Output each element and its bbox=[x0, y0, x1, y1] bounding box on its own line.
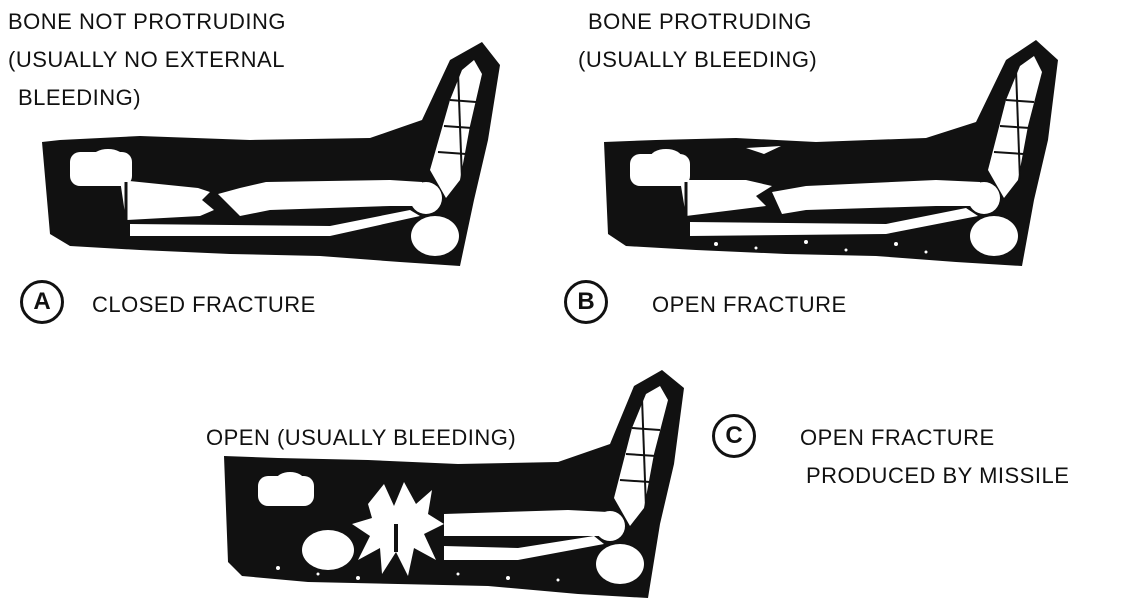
panel-a-title: CLOSED FRACTURE bbox=[92, 289, 316, 320]
leg-illustration-c-missile-fracture bbox=[218, 364, 698, 604]
panel-b-letter-badge: B bbox=[564, 280, 608, 324]
panel-c-letter-badge: C bbox=[712, 414, 756, 458]
panel-c-title-line-1: OPEN FRACTURE bbox=[800, 422, 995, 453]
heel-bone bbox=[596, 544, 644, 584]
patella-bone bbox=[92, 149, 124, 167]
panel-c-title-line-2: PRODUCED BY MISSILE bbox=[806, 460, 1069, 491]
tibia-head-bone bbox=[302, 530, 354, 570]
ankle-bone bbox=[410, 182, 442, 214]
leg-illustration-b-open-fracture bbox=[596, 30, 1066, 275]
tibia-lower-fragment bbox=[444, 510, 608, 536]
patella-bone bbox=[276, 472, 304, 488]
panel-a-letter-badge: A bbox=[20, 280, 64, 324]
heel-bone bbox=[411, 216, 459, 256]
heel-bone bbox=[970, 216, 1018, 256]
panel-b-title: OPEN FRACTURE bbox=[652, 289, 847, 320]
ankle-bone bbox=[968, 182, 1000, 214]
leg-illustration-a-closed-fracture bbox=[30, 30, 500, 275]
patella-bone bbox=[650, 149, 682, 167]
ankle-bone bbox=[595, 511, 625, 541]
